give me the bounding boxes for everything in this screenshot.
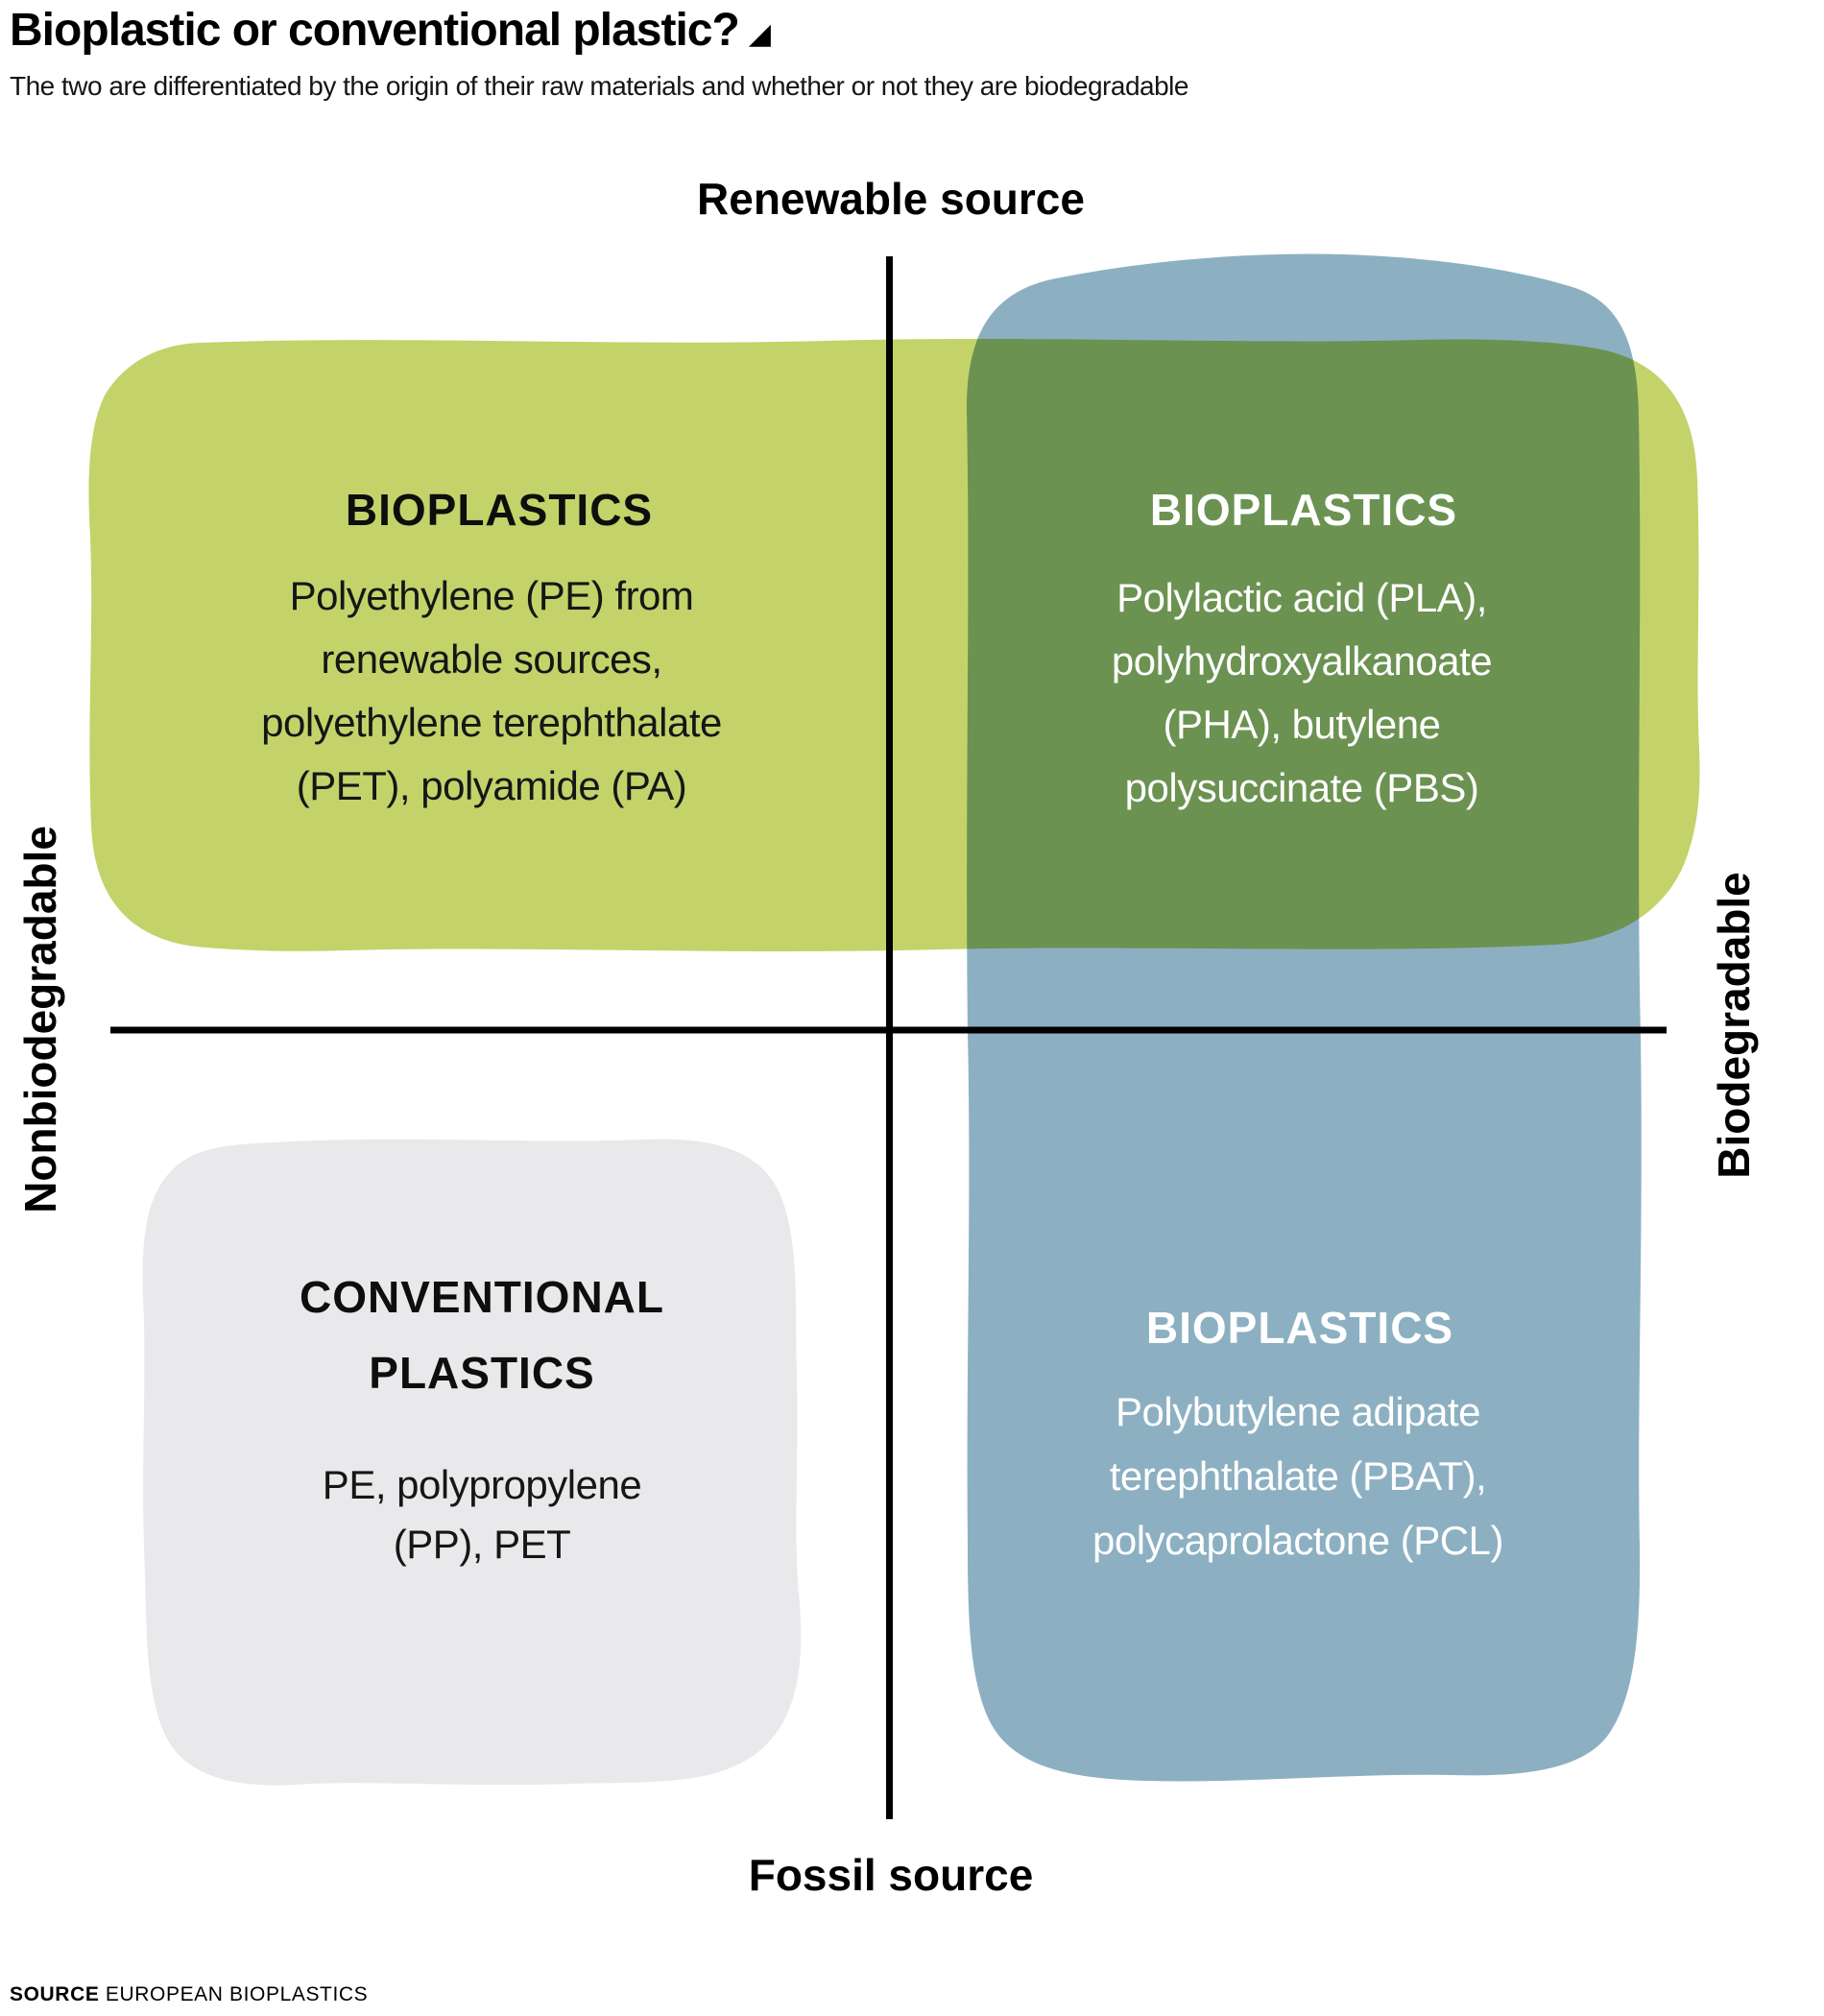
axis-label-biodegradable: Biodegradable xyxy=(1709,872,1759,1179)
quadrant-top-right-body: Polylactic acid (PLA), polyhydroxyalkano… xyxy=(1111,575,1493,810)
page-title-text: Bioplastic or conventional plastic? xyxy=(10,5,740,56)
source-text: EUROPEAN BIOPLASTICS xyxy=(105,1983,369,2005)
green-blob-renewable xyxy=(88,339,1700,951)
quadrant-bottom-right-heading: BIOPLASTICS xyxy=(1145,1303,1454,1353)
page-title: Bioplastic or conventional plastic?◢ xyxy=(10,4,771,57)
axis-label-fossil-source: Fossil source xyxy=(748,1850,1034,1900)
gray-blob-conventional xyxy=(142,1139,802,1786)
quadrant-bottom-left-heading: CONVENTIONAL PLASTICS xyxy=(300,1272,664,1398)
quadrant-top-right-heading: BIOPLASTICS xyxy=(1149,485,1458,535)
quadrant-bottom-left-body: PE, polypropylene (PP), PET xyxy=(322,1462,642,1567)
page-subtitle: The two are differentiated by the origin… xyxy=(10,71,1188,101)
quadrant-top-left-body: Polyethylene (PE) from renewable sources… xyxy=(261,573,722,808)
aj-triangle-icon: ◢ xyxy=(748,17,771,51)
quadrant-top-left-heading: BIOPLASTICS xyxy=(345,485,654,535)
source-label: SOURCE xyxy=(10,1983,100,2005)
quadrant-bottom-right-body: Polybutylene adipate terephthalate (PBAT… xyxy=(1092,1389,1503,1563)
source-line: SOURCE EUROPEAN BIOPLASTICS xyxy=(10,1983,368,2006)
axis-label-renewable-source: Renewable source xyxy=(697,174,1085,224)
axis-label-nonbiodegradable: Nonbiodegradable xyxy=(15,826,65,1213)
